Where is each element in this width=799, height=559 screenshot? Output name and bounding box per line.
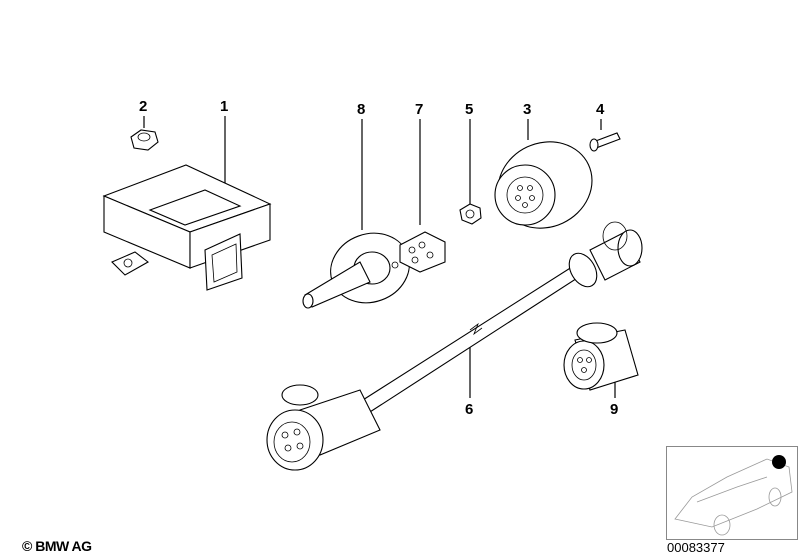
- copyright-label: © BMW AG: [22, 538, 92, 554]
- callout-4[interactable]: 4: [596, 101, 605, 118]
- callout-8[interactable]: 8: [357, 101, 365, 118]
- leader-lines: [143, 116, 616, 398]
- diagram-number: 00083377: [667, 540, 725, 555]
- callout-7[interactable]: 7: [415, 101, 423, 118]
- part-9-adapter[interactable]: [563, 322, 639, 391]
- car-outline-icon: [674, 455, 793, 536]
- part-5-nut[interactable]: [459, 203, 482, 225]
- part-6-cable[interactable]: [266, 221, 643, 471]
- part-1-control-unit[interactable]: [102, 164, 272, 291]
- callout-6[interactable]: 6: [465, 401, 473, 418]
- part-2-nut[interactable]: [130, 129, 159, 151]
- callout-9[interactable]: 9: [610, 401, 618, 418]
- part-4-screw[interactable]: [589, 132, 621, 152]
- callout-5[interactable]: 5: [465, 101, 473, 118]
- part-3-socket[interactable]: [484, 127, 607, 244]
- part-8-grommet[interactable]: [302, 222, 419, 313]
- callout-1[interactable]: 1: [220, 98, 228, 115]
- part-7-connector-insert[interactable]: [399, 231, 446, 273]
- callout-3[interactable]: 3: [523, 101, 531, 118]
- location-marker-icon: [772, 455, 786, 469]
- vehicle-location-thumbnail: [666, 446, 798, 540]
- callout-2[interactable]: 2: [139, 98, 147, 115]
